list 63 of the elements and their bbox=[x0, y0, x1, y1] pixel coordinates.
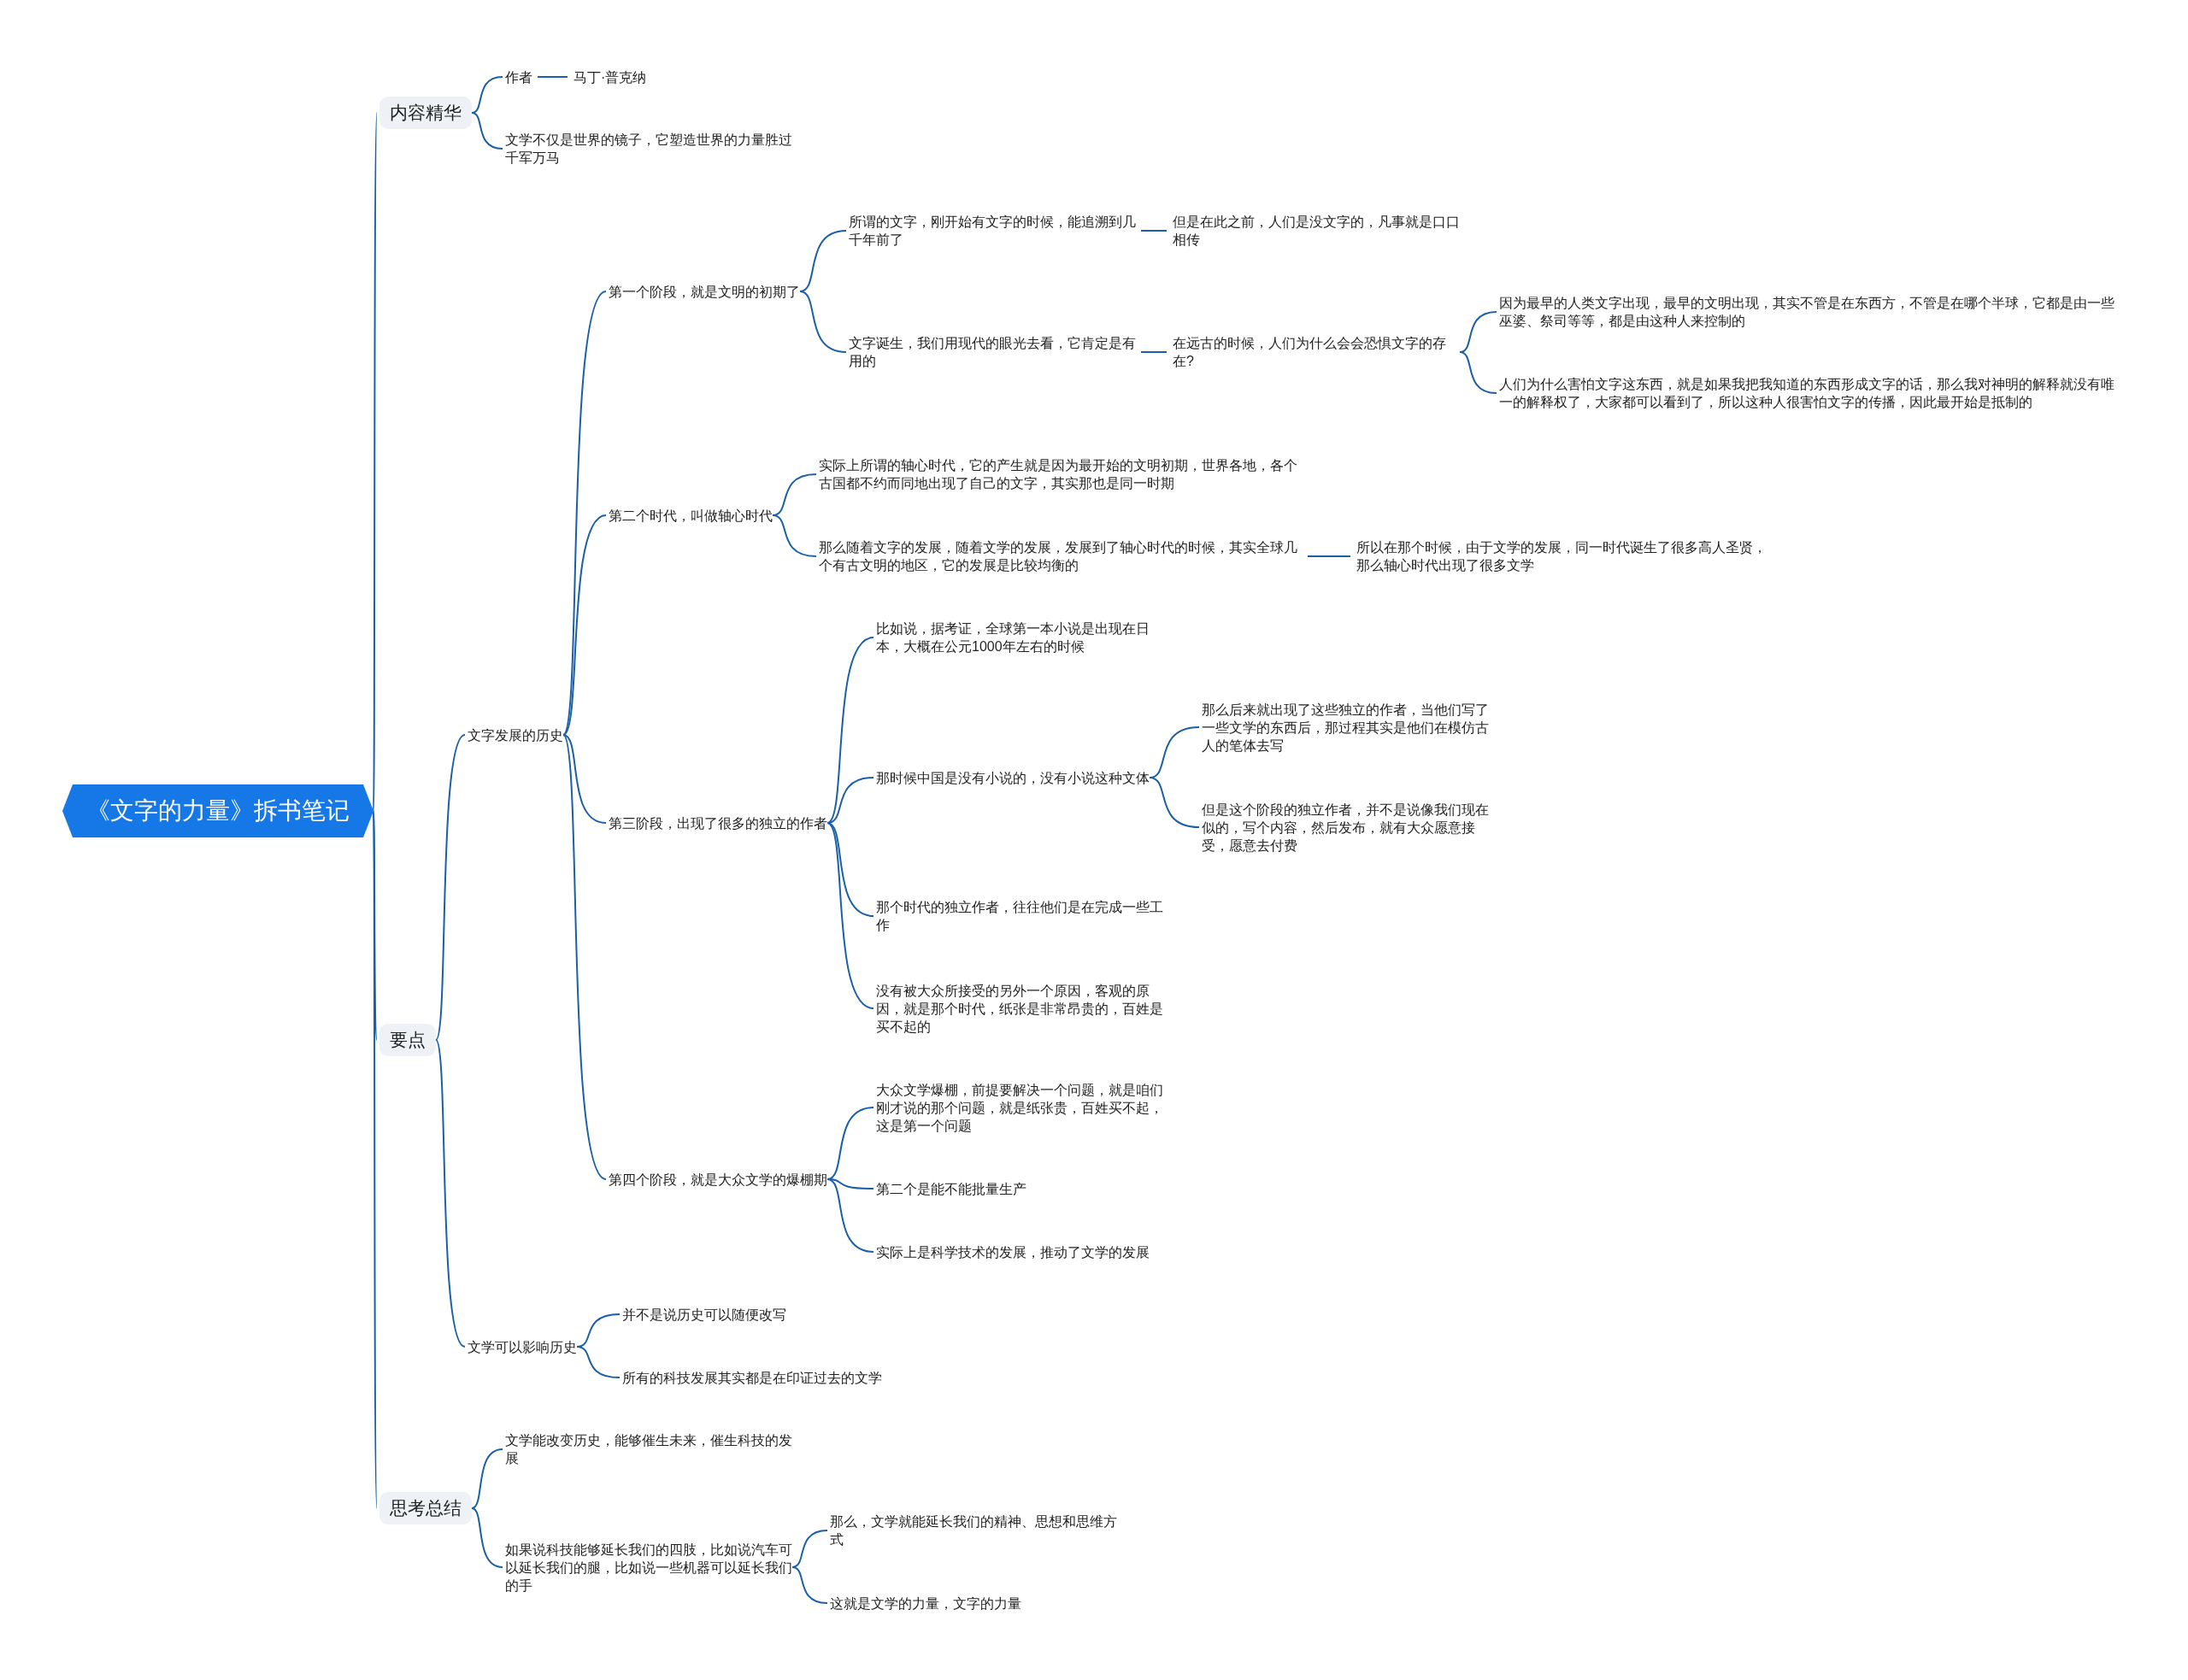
subtopic-text: 实际上是科学技术的发展，推动了文学的发展 bbox=[876, 1242, 1150, 1261]
main-topic: 思考总结 bbox=[379, 1492, 472, 1524]
connector-line bbox=[1307, 555, 1351, 557]
connector-line bbox=[1149, 777, 1200, 828]
subtopic-text: 马丁·普克纳 bbox=[573, 68, 647, 86]
subtopic-text: 文字诞生，我们用现代的眼光去看，它肯定是有用的 bbox=[849, 334, 1136, 370]
main-topic: 要点 bbox=[379, 1024, 436, 1056]
subtopic-text: 那么，文学就能延长我们的精神、思想和思维方式 bbox=[830, 1513, 1117, 1548]
subtopic-text: 在远古的时候，人们为什么会会恐惧文字的存在? bbox=[1173, 334, 1460, 370]
subtopic-text: 第二个是能不能批量生产 bbox=[876, 1179, 1026, 1198]
subtopic-text: 大众文学爆棚，前提要解决一个问题，就是咱们刚才说的那个问题，就是纸张贵，百姓买不起，这是第一个问题 bbox=[876, 1080, 1163, 1135]
connector-line bbox=[471, 1448, 503, 1509]
subtopic-text: 并不是说历史可以随便改写 bbox=[622, 1305, 786, 1324]
subtopic-text: 第四个阶段，就是大众文学的爆棚期 bbox=[609, 1170, 827, 1189]
central-topic: 《文字的力量》拆书笔记 bbox=[62, 784, 373, 837]
connector-line bbox=[1140, 230, 1168, 232]
connector-line bbox=[826, 822, 874, 1009]
connector-line bbox=[826, 777, 874, 824]
subtopic-text: 文字发展的历史 bbox=[468, 725, 563, 744]
connector-line bbox=[799, 291, 847, 353]
subtopic-text: 比如说，据考证，全球第一本小说是出现在日本，大概在公元1000年左右的时候 bbox=[876, 620, 1163, 655]
subtopic-text: 人们为什么害怕文字这东西，就是如果我把我知道的东西形成文字的话，那么我对神明的解释就没有唯一的解释权了，大家都可以看到了，所以这种人很害怕文字的传播，因此最开始是抵制的 bbox=[1499, 375, 2118, 411]
subtopic-text: 那么随着文字的发展，随着文学的发展，发展到了轴心时代的时候，其实全球几个有古文明的地区，它的发展是比较均衡的 bbox=[819, 538, 1303, 574]
connector-line bbox=[576, 1346, 621, 1378]
connector-line bbox=[562, 734, 607, 1180]
connector-line bbox=[1140, 351, 1168, 353]
subtopic-text: 如果说科技能够延长我们的四肢，比如说汽车可以延长我们的腿，比如说一些机器可以延长我们的手 bbox=[505, 1540, 792, 1595]
connector-line bbox=[537, 76, 568, 78]
connector-line bbox=[435, 734, 466, 1041]
connector-line bbox=[471, 76, 503, 114]
subtopic-text: 所以在那个时候，由于文学的发展，同一时代诞生了很多高人圣贤，那么轴心时代出现了很多文学 bbox=[1356, 538, 1772, 574]
connector-line bbox=[373, 810, 378, 1041]
subtopic-text: 所有的科技发展其实都是在印证过去的文学 bbox=[622, 1368, 882, 1387]
subtopic-text: 第三阶段，出现了很多的独立的作者 bbox=[609, 814, 827, 832]
subtopic-text: 但是这个阶段的独立作者，并不是说像我们现在似的，写个内容，然后发布，就有大众愿意接受，愿意去付费 bbox=[1202, 800, 1489, 855]
subtopic-text: 因为最早的人类文字出现，最早的文明出现，其实不管是在东西方，不管是在哪个半球，它都是由一些巫婆、祭司等等，都是由这种人来控制的 bbox=[1499, 294, 2118, 330]
connector-line bbox=[373, 112, 378, 812]
connector-line bbox=[373, 810, 378, 1509]
subtopic-text: 但是在此之前，人们是没文字的，凡事就是口口相传 bbox=[1173, 213, 1460, 249]
connector-line bbox=[562, 514, 607, 736]
subtopic-text: 那时候中国是没有小说的，没有小说这种文体 bbox=[876, 768, 1150, 787]
subtopic-text: 那么后来就出现了这些独立的作者，当他们写了一些文学的东西后，那过程其实是他们在模仿古人的笔体去写 bbox=[1202, 700, 1489, 755]
subtopic-text: 实际上所谓的轴心时代，它的产生就是因为最开始的文明初期，世界各地，各个古国都不约而同地出现了自己的文字，其实那也是同一时期 bbox=[819, 456, 1303, 492]
subtopic-text: 那个时代的独立作者，往往他们是在完成一些工作 bbox=[876, 898, 1163, 934]
connector-line bbox=[471, 112, 503, 150]
subtopic-text: 第一个阶段，就是文明的初期了 bbox=[609, 282, 800, 301]
subtopic-text: 所谓的文字，刚开始有文字的时候，能追溯到几千年前了 bbox=[849, 213, 1136, 249]
subtopic-text: 作者 bbox=[505, 68, 532, 86]
connector-line bbox=[826, 637, 874, 824]
subtopic-text: 第二个时代，叫做轴心时代 bbox=[609, 506, 773, 525]
main-topic: 内容精华 bbox=[379, 97, 472, 129]
subtopic-text: 文学可以影响历史 bbox=[468, 1337, 577, 1356]
connector-line bbox=[562, 734, 607, 824]
connector-line bbox=[772, 514, 817, 557]
connector-line bbox=[1459, 351, 1497, 394]
subtopic-text: 文学能改变历史，能够催生未来，催生科技的发展 bbox=[505, 1431, 792, 1467]
connector-line bbox=[435, 1039, 466, 1348]
connector-line bbox=[826, 1178, 874, 1253]
subtopic-text: 文学不仅是世界的镜子，它塑造世界的力量胜过千军万马 bbox=[505, 131, 796, 167]
subtopic-text: 没有被大众所接受的另外一个原因，客观的原因，就是那个时代，纸张是非常昂贵的，百姓是买不起的 bbox=[876, 981, 1163, 1036]
subtopic-text: 这就是文学的力量，文字的力量 bbox=[830, 1594, 1021, 1612]
connector-line bbox=[471, 1507, 503, 1568]
connector-line bbox=[791, 1566, 828, 1604]
